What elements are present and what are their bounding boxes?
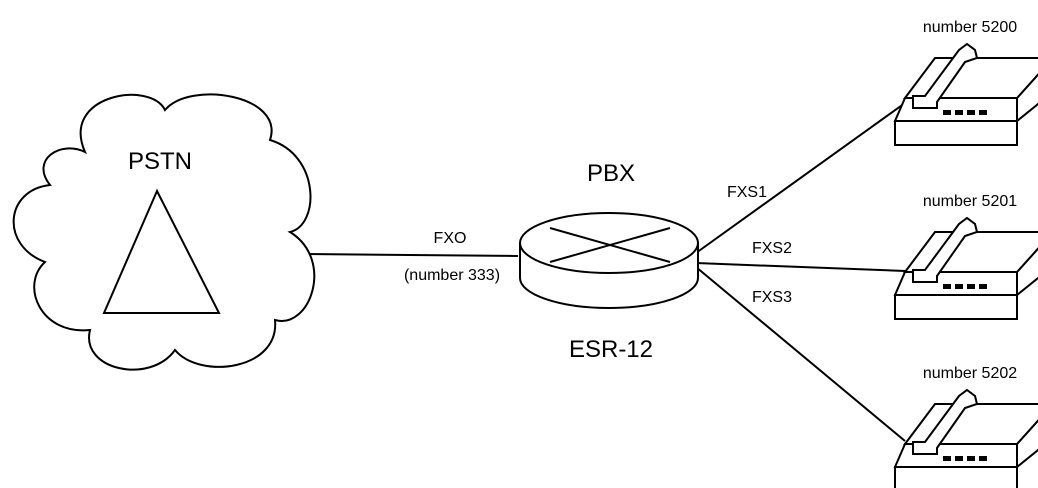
phone-label-5200: number 5200	[923, 19, 1017, 36]
router-bottom-label: ESR-12	[569, 336, 653, 363]
router-top-label: PBX	[587, 160, 635, 187]
fxs3-label: FXS3	[752, 289, 792, 306]
phone-icon	[894, 217, 1038, 320]
phone-icon	[894, 389, 1038, 488]
fxs2-label: FXS2	[752, 240, 792, 257]
phone-icon	[894, 43, 1038, 146]
phone-label-5202: number 5202	[923, 365, 1017, 382]
fxs2-link	[695, 262, 906, 272]
fxs3-link	[695, 266, 906, 442]
pstn-triangle	[102, 188, 221, 314]
router-cross-line-2	[549, 227, 671, 263]
fxs1-link	[695, 102, 906, 254]
fxo-label: FXO	[434, 230, 467, 247]
pstn-label: PSTN	[128, 148, 192, 175]
phone-label-5201: number 5201	[923, 193, 1017, 210]
router-top	[519, 212, 699, 274]
fxs1-label: FXS1	[727, 184, 767, 201]
fxo-number-label: (number 333)	[404, 267, 500, 284]
